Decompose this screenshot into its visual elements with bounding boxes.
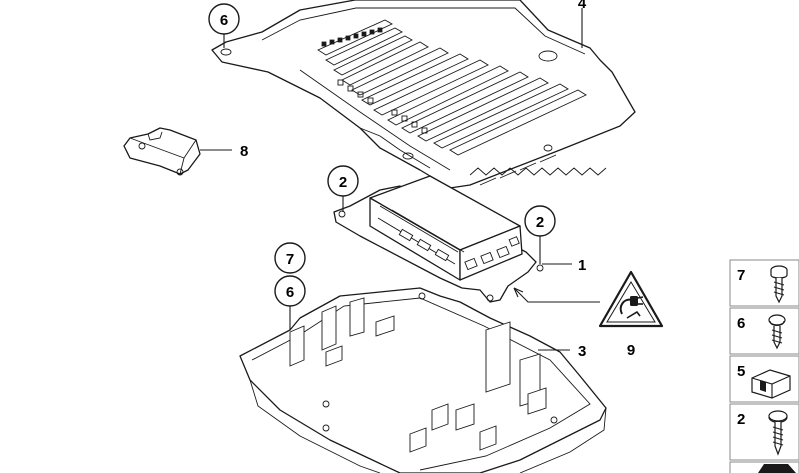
legend-tile-6: 6 — [729, 307, 799, 355]
tray-ribs — [289, 297, 547, 453]
screw-with-washer-icon — [770, 265, 788, 304]
warning-label-part-9: 9 — [513, 270, 664, 359]
legend-tile-5: 5 — [729, 355, 799, 403]
callout-7-tray-label: 7 — [286, 251, 294, 268]
module-connectors — [398, 228, 520, 271]
callout-part-2-right: 2 — [524, 205, 556, 264]
callout-1-label: 1 — [578, 257, 586, 274]
callout-6-tray-label: 6 — [286, 284, 294, 301]
callout-8-label: 8 — [240, 143, 248, 160]
bracket-part-8: 8 — [123, 127, 248, 176]
fastener-legend: 7 6 5 — [729, 259, 799, 473]
callout-2-right-label: 2 — [536, 214, 544, 231]
callout-2-left-label: 2 — [339, 174, 347, 191]
self-tapping-screw-icon — [768, 410, 788, 456]
callout-6-top-label: 6 — [220, 12, 228, 29]
legend-number-2: 2 — [737, 411, 745, 428]
tray-part-3: 3 — [239, 287, 607, 473]
callout-part-4: 4 — [578, 0, 587, 48]
callout-part-6-tray: 6 — [274, 275, 306, 330]
callout-part-6-top: 6 — [208, 3, 240, 48]
mounting-plate-part-4 — [211, 0, 636, 189]
short-screw-icon — [768, 314, 786, 350]
clip-nut-icon — [751, 369, 791, 399]
callout-9-label: 9 — [627, 342, 635, 359]
legend-tile-7: 7 — [729, 259, 799, 307]
electrical-hazard-icon — [619, 296, 644, 319]
legend-number-6: 6 — [737, 315, 745, 332]
cooling-fins — [317, 19, 587, 156]
callout-part-2-left: 2 — [327, 165, 359, 212]
callout-3-label: 3 — [578, 343, 586, 360]
legend-tile-partial — [729, 461, 799, 473]
callout-part-7-tray: 7 — [274, 242, 306, 274]
callout-4-label: 4 — [578, 0, 587, 12]
legend-tile-2: 2 — [729, 403, 799, 461]
amplifier-module-part-1: 1 — [333, 175, 586, 303]
legend-number-5: 5 — [737, 363, 745, 380]
legend-number-7: 7 — [737, 267, 745, 284]
connector-pins — [321, 27, 428, 134]
